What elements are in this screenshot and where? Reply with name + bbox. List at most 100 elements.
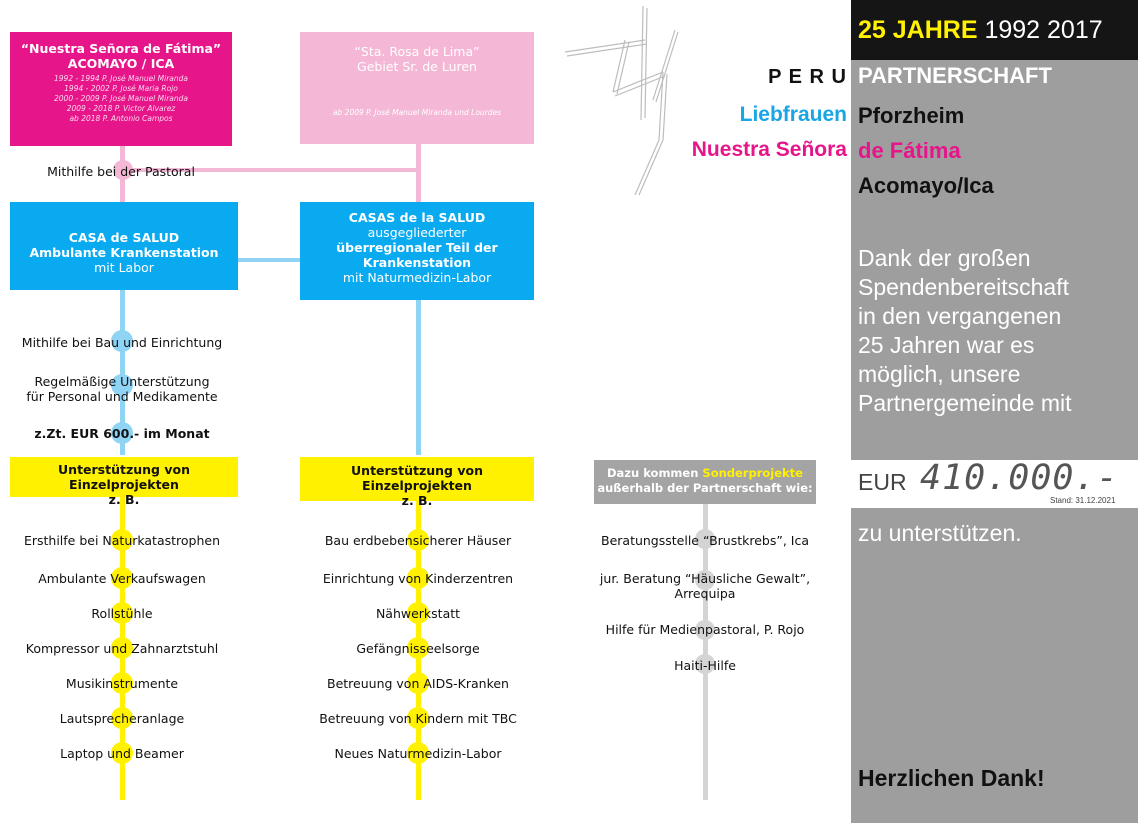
priest-item: 2000 - 2009 P. José Manuel Miranda bbox=[54, 94, 188, 103]
list-item: Ersthilfe bei Naturkatastrophen bbox=[23, 533, 221, 548]
support-regular: Regelmäßige Unterstützung bbox=[34, 374, 210, 389]
casas-line3: überregionaler Teil der bbox=[336, 240, 498, 255]
priest-item: 1994 - 2002 P. José Maria Rojo bbox=[64, 84, 178, 93]
priest-list: 1992 - 1994 P. José Manuel Miranda 1994 … bbox=[10, 74, 232, 124]
col3-line-grey bbox=[703, 500, 708, 800]
list-item: Beratungsstelle “Brustkrebs”, Ica bbox=[601, 533, 809, 548]
casa-subtitle: Ambulante Krankenstation bbox=[29, 245, 219, 260]
herzlichen-dank: Herzlichen Dank! bbox=[858, 765, 1045, 791]
fatima-title: “Nuestra Señora de Fátima” bbox=[20, 41, 222, 56]
list-item: Kompressor und Zahnarztstuhl bbox=[25, 641, 219, 656]
list-item: Betreuung von AIDS-Kranken bbox=[327, 676, 509, 691]
list-item: Musikinstrumente bbox=[65, 676, 179, 691]
casa-lab: mit Labor bbox=[94, 260, 154, 275]
logo-peru: P E R U bbox=[768, 66, 847, 88]
special-projects-line2: außerhalb der Partnerschaft wie: bbox=[597, 481, 813, 495]
thanks-line: in den vergangenen bbox=[858, 303, 1062, 329]
partnerschaft-label: PARTNERSCHAFT bbox=[858, 63, 1052, 88]
col2-projects-zb: z. B. bbox=[401, 493, 433, 508]
col1-projects-zb: z. B. bbox=[108, 492, 140, 507]
support-sentence: zu unterstützen. bbox=[858, 520, 1022, 546]
fatima-subtitle: ACOMAYO / ICA bbox=[67, 56, 175, 71]
thanks-line: Partnergemeinde mit bbox=[858, 390, 1072, 416]
item-dot bbox=[407, 672, 429, 694]
item-dot bbox=[111, 567, 133, 589]
priest-item: 2009 - 2018 P. Victor Alvarez bbox=[66, 104, 176, 113]
col2-projects-box: Unterstützung von Einzelprojekten z. B. bbox=[300, 457, 534, 508]
item-dot bbox=[407, 567, 429, 589]
sta-rosa-subtitle: Gebiet Sr. de Luren bbox=[357, 59, 477, 74]
support-personal: für Personal und Medikamente bbox=[26, 389, 218, 404]
fatima-box: “Nuestra Señora de Fátima” ACOMAYO / ICA… bbox=[10, 32, 232, 146]
item-dot bbox=[111, 672, 133, 694]
special-projects-intro: Dazu kommen bbox=[607, 466, 703, 480]
list-item: Ambulante Verkaufswagen bbox=[38, 571, 206, 586]
casas-title: CASAS de la SALUD bbox=[348, 210, 486, 225]
pforzheim-label: Pforzheim bbox=[858, 103, 965, 128]
list-item: Laptop und Beamer bbox=[60, 746, 184, 761]
special-projects-keyword: Sonderprojekte bbox=[702, 466, 803, 480]
list-item: Neues Naturmedizin-Labor bbox=[334, 746, 502, 761]
item-dot bbox=[111, 602, 133, 624]
logo-liebfrauen: Liebfrauen bbox=[739, 103, 847, 126]
thanks-line: möglich, unsere bbox=[858, 361, 1021, 387]
item-dot bbox=[407, 602, 429, 624]
anniversary-title: 25 JAHRE 1992 2017 bbox=[858, 14, 1103, 46]
support-amount: z.Zt. EUR 600.- im Monat bbox=[34, 426, 210, 441]
item-dot bbox=[695, 620, 715, 640]
thanks-paragraph: Dank der großen Spendenbereitschaft in d… bbox=[858, 244, 1072, 418]
special-projects-line1: Dazu kommen Sonderprojekte bbox=[594, 466, 816, 481]
logo-nuestra-senora: Nuestra Señora bbox=[691, 138, 847, 161]
anniversary-years: 1992 2017 bbox=[984, 16, 1103, 44]
item-dot bbox=[111, 529, 133, 551]
list-item: Haiti-Hilfe bbox=[674, 658, 736, 673]
acomayo-label: Acomayo/Ica bbox=[858, 173, 994, 198]
amount-box bbox=[851, 460, 1138, 508]
de-fatima-label: de Fátima bbox=[858, 138, 961, 163]
support-dot bbox=[111, 422, 133, 444]
anniversary-jahre: 25 JAHRE bbox=[858, 16, 978, 44]
list-item: Nähwerkstatt bbox=[375, 606, 461, 621]
eur-label: EUR bbox=[858, 469, 907, 495]
item-dot bbox=[111, 742, 133, 764]
casas-line5: mit Naturmedizin-Labor bbox=[342, 270, 492, 285]
casa-title: CASA de SALUD bbox=[68, 230, 180, 245]
list-item: Rollstühle bbox=[91, 606, 153, 621]
casas-line2: ausgegliederter bbox=[367, 225, 467, 240]
support-dot bbox=[111, 374, 133, 396]
amount-stand: Stand: 31.12.2021 bbox=[1050, 496, 1116, 505]
thanks-line: 25 Jahren war es bbox=[858, 332, 1035, 358]
list-item: Bau erdbebensicherer Häuser bbox=[324, 533, 512, 548]
casas-de-la-salud-box: CASAS de la SALUD ausgegliederter überre… bbox=[300, 202, 534, 300]
item-dot bbox=[695, 570, 715, 590]
thanks-line: Dank der großen bbox=[858, 245, 1031, 271]
item-dot bbox=[695, 529, 715, 549]
partnership-logo-sketch bbox=[564, 5, 679, 196]
amount-value: 410.000.- bbox=[920, 458, 1119, 498]
col1-projects-box: Unterstützung von Einzelprojekten z. B. bbox=[10, 457, 238, 507]
list-item: Hilfe für Medienpastoral, P. Rojo bbox=[605, 622, 805, 637]
col1-projects-title: Unterstützung von Einzelprojekten bbox=[58, 462, 190, 492]
sta-rosa-title: “Sta. Rosa de Lima” bbox=[354, 44, 480, 59]
sta-rosa-box: “Sta. Rosa de Lima” Gebiet Sr. de Luren … bbox=[300, 32, 534, 144]
pastoral-label: Mithilfe bei der Pastoral bbox=[47, 164, 195, 179]
list-item: Gefängnisseelsorge bbox=[356, 641, 480, 656]
priest-item: ab 2018 P. Antonio Campos bbox=[69, 114, 173, 123]
item-dot bbox=[407, 707, 429, 729]
item-dot bbox=[407, 742, 429, 764]
list-item: Arrequipa bbox=[674, 586, 736, 601]
col2-projects-title: Unterstützung von Einzelprojekten bbox=[351, 463, 483, 493]
item-dot bbox=[111, 707, 133, 729]
list-item: Einrichtung von Kinderzentren bbox=[322, 571, 514, 586]
support-dot bbox=[111, 330, 133, 352]
item-dot bbox=[407, 529, 429, 551]
list-item: jur. Beratung “Häusliche Gewalt”, bbox=[599, 571, 811, 586]
casa-de-salud-box: CASA de SALUD Ambulante Krankenstation m… bbox=[10, 202, 238, 290]
item-dot bbox=[407, 637, 429, 659]
pastoral-dot bbox=[113, 160, 133, 180]
anniversary-banner bbox=[851, 0, 1138, 60]
thanks-line: Spendenbereitschaft bbox=[858, 274, 1069, 300]
sta-rosa-note: ab 2009 P. José Manuel Miranda und Lourd… bbox=[332, 108, 502, 117]
connector-casa bbox=[238, 258, 300, 262]
item-dot bbox=[695, 654, 715, 674]
